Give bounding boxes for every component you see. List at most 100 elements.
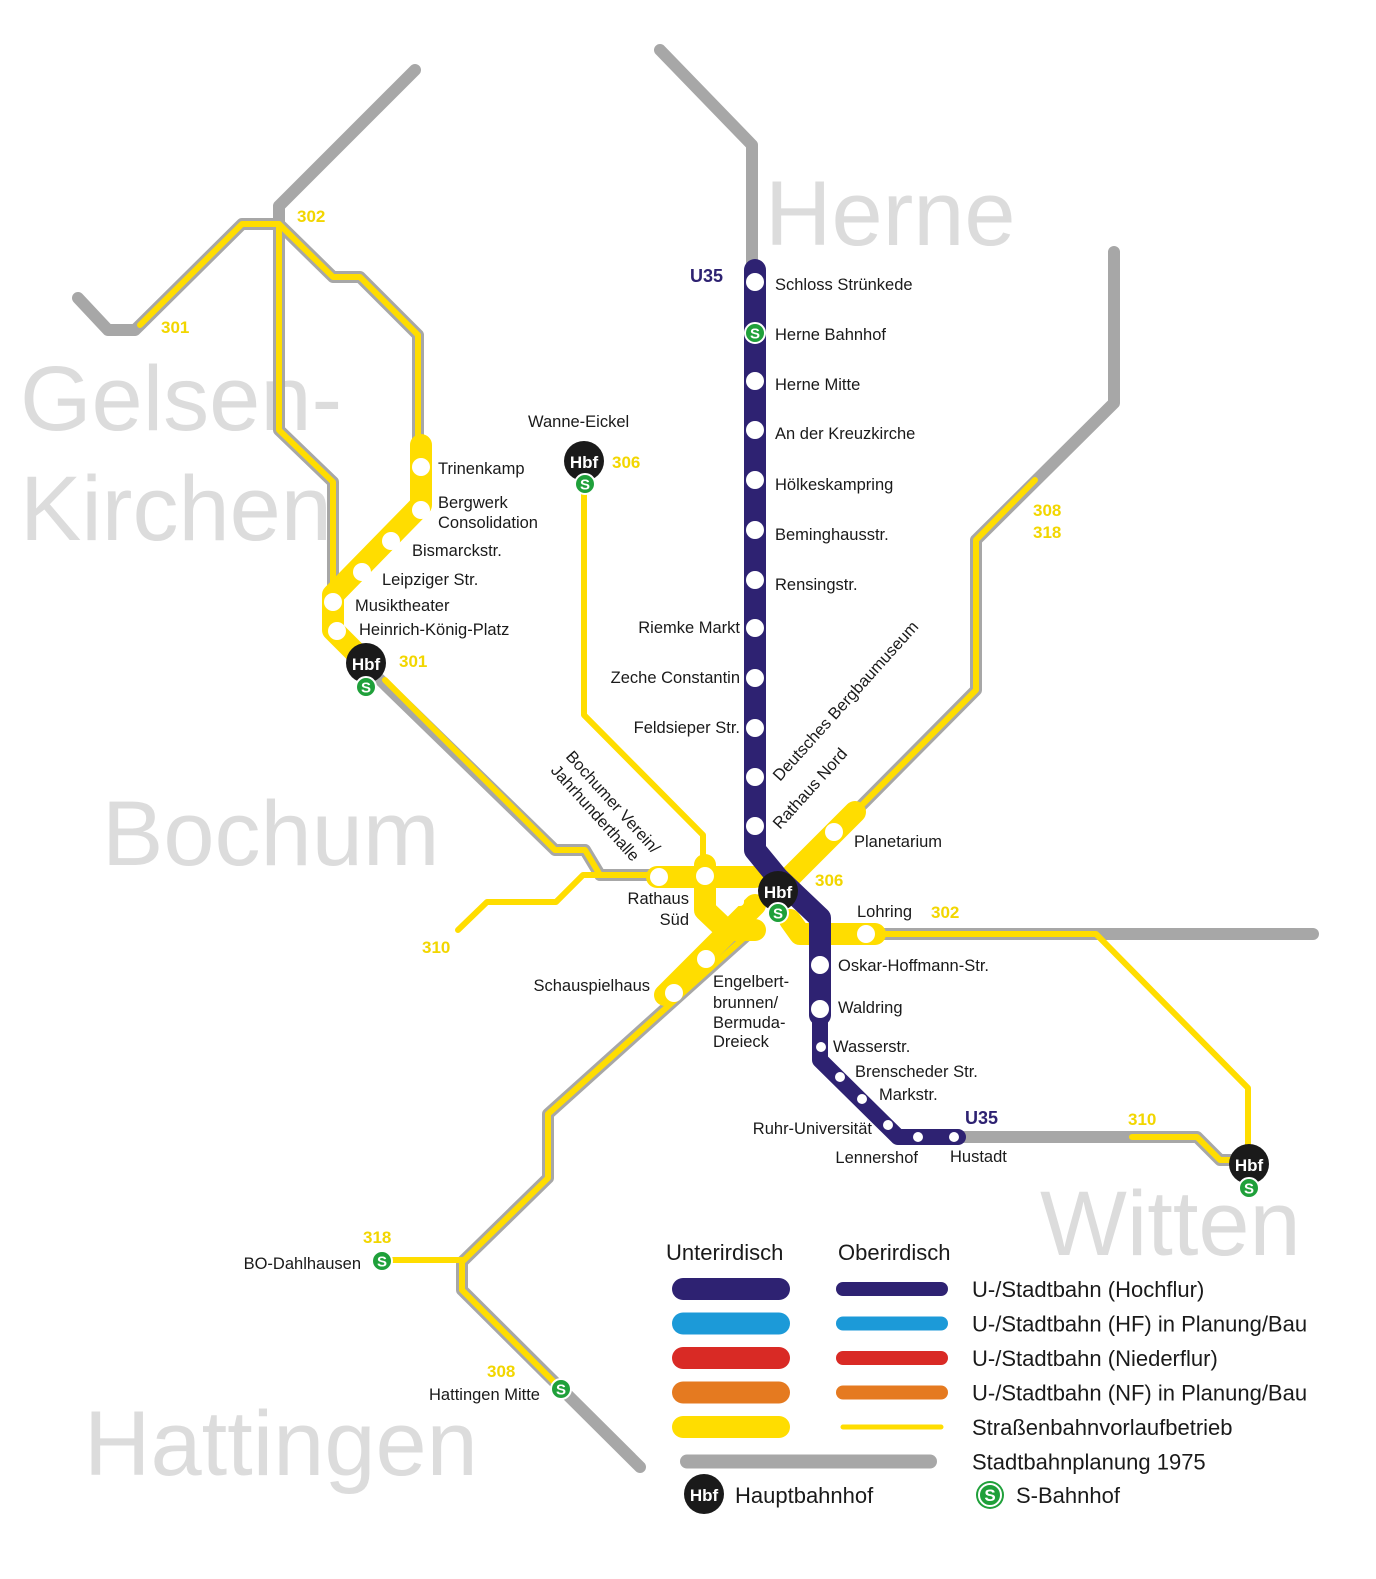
city-herne: Herne — [765, 163, 1016, 265]
label-riemke: Riemke Markt — [638, 619, 740, 637]
sbahn-herne-glyph: S — [750, 326, 760, 343]
sbahn-dahlhausen-icon[interactable] — [371, 1250, 393, 1272]
label-rensing: Rensingstr. — [775, 576, 858, 594]
label-bergwerk-line1: Bergwerk — [438, 494, 508, 512]
tunnel-junction-gap — [718, 888, 744, 906]
label-waldring: Waldring — [838, 999, 903, 1017]
city-kirchen: Kirchen — [20, 458, 332, 560]
line-310-witten: 310 — [1128, 1110, 1156, 1129]
sbahn-bochum-glyph: S — [773, 906, 783, 923]
line-308-north: 308 — [1033, 501, 1061, 520]
station-dot-riemke[interactable] — [746, 619, 764, 637]
label-schloss: Schloss Strünkede — [775, 276, 913, 294]
sbahn-herne-icon[interactable] — [744, 322, 766, 344]
line-306-wanne: 306 — [612, 453, 640, 472]
sbahn-bochum-icon[interactable] — [767, 902, 789, 924]
label-herne-mitte: Herne Mitte — [775, 376, 860, 394]
line-306-hbf: 306 — [815, 871, 843, 890]
hbf-wanne-label: Hbf — [570, 453, 599, 472]
label-planetarium: Planetarium — [854, 833, 942, 851]
station-dot-bochumer-verein[interactable] — [650, 868, 668, 886]
label-herne-bf: Herne Bahnhof — [775, 326, 886, 344]
station-dot-oskar[interactable] — [811, 956, 829, 974]
station-dot-kreuzkirche[interactable] — [746, 421, 764, 439]
line-numbers: U35 U35 301 301 302 302 306 306 308 318 … — [161, 207, 1156, 1381]
sbahn-hattingen-icon[interactable] — [550, 1378, 572, 1400]
hbf-bochum-label: Hbf — [764, 883, 793, 902]
station-dot-waldring[interactable] — [811, 1000, 829, 1018]
station-dot-trinenkamp[interactable] — [412, 458, 430, 476]
label-wanne: Wanne-Eickel — [528, 413, 629, 431]
station-dot-rensing[interactable] — [746, 571, 764, 589]
legend-sbahn-ring — [978, 1483, 1002, 1507]
tram-stations — [324, 458, 875, 1002]
hbf-wanne-icon[interactable] — [564, 441, 604, 481]
station-dot-markstr[interactable] — [857, 1094, 867, 1104]
label-hustadt: Hustadt — [950, 1148, 1007, 1166]
station-dot-leipziger[interactable] — [353, 563, 371, 581]
hbf-gelsenkirchen-label: Hbf — [352, 655, 381, 674]
legend-label-3: U-/Stadtbahn (NF) in Planung/Bau — [972, 1381, 1307, 1406]
station-dot-herne-mitte[interactable] — [746, 372, 764, 390]
station-dot-musiktheater[interactable] — [324, 593, 342, 611]
hbf-bochum-icon[interactable] — [758, 871, 798, 911]
station-dot-ruhr-uni[interactable] — [883, 1120, 893, 1130]
station-dot-schloss[interactable] — [746, 273, 764, 291]
hbf-witten-icon[interactable] — [1229, 1144, 1269, 1184]
legend-header-underground: Unterirdisch — [666, 1240, 783, 1265]
label-lohring: Lohring — [857, 903, 912, 921]
hbf-gelsenkirchen-icon[interactable] — [346, 643, 386, 683]
label-hattingen-mitte: Hattingen Mitte — [429, 1386, 540, 1404]
station-dot-bergwerk[interactable] — [412, 501, 430, 519]
label-heinrich: Heinrich-König-Platz — [359, 621, 509, 639]
line-301-hbf: 301 — [399, 652, 427, 671]
station-dot-hustadt[interactable] — [949, 1132, 959, 1142]
sbahn-wanne-icon[interactable] — [574, 473, 596, 495]
legend-label-1: U-/Stadtbahn (HF) in Planung/Bau — [972, 1312, 1307, 1337]
sbahn-dahlhausen-glyph: S — [377, 1254, 387, 1271]
label-engelbert-line2: brunnen/ — [713, 994, 779, 1012]
legend-sbahn-label: S-Bahnhof — [1016, 1483, 1121, 1508]
legend-sbahn-glyph: S — [984, 1486, 995, 1505]
station-dot-schauspielhaus[interactable] — [665, 984, 683, 1002]
label-engelbert-line1: Engelbert- — [713, 973, 789, 991]
sbahn-markers: S S S S S S S — [355, 322, 1260, 1400]
line-308-hattingen: 308 — [487, 1362, 515, 1381]
station-dot-brenscheder[interactable] — [835, 1072, 845, 1082]
sbahn-gelsenkirchen-icon[interactable] — [355, 676, 377, 698]
legend-rows: U-/Stadtbahn (Hochflur)U-/Stadtbahn (HF)… — [672, 1277, 1307, 1475]
label-engelbert-line4: Dreieck — [713, 1033, 770, 1051]
hbf-witten-label: Hbf — [1235, 1156, 1264, 1175]
station-dot-bismarck[interactable] — [382, 532, 400, 550]
tram-thin-lines — [137, 221, 1251, 1391]
label-musiktheater: Musiktheater — [355, 597, 450, 615]
label-schauspielhaus: Schauspielhaus — [534, 977, 651, 995]
station-dot-planetarium[interactable] — [825, 823, 843, 841]
station-dot-feldsieper[interactable] — [746, 719, 764, 737]
label-hoelkes: Hölkeskampring — [775, 476, 893, 494]
sbahn-witten-glyph: S — [1244, 1181, 1254, 1198]
label-kreuzkirche: An der Kreuzkirche — [775, 425, 915, 443]
station-dot-rathaus-sued[interactable] — [696, 867, 714, 885]
station-dot-engelbert[interactable] — [697, 950, 715, 968]
label-oskar: Oskar-Hoffmann-Str. — [838, 957, 989, 975]
station-dot-heinrich[interactable] — [328, 622, 346, 640]
station-dot-hoelkes[interactable] — [746, 471, 764, 489]
station-dot-beming[interactable] — [746, 521, 764, 539]
tram-tunnel-segments — [322, 434, 886, 1006]
station-dot-wasserstr[interactable] — [816, 1042, 826, 1052]
station-dot-lennershof[interactable] — [913, 1132, 923, 1142]
label-beming: Beminghausstr. — [775, 526, 889, 544]
label-rathaus-sued-line2: Süd — [660, 911, 689, 929]
station-dot-bergbau[interactable] — [746, 768, 764, 786]
legend: Unterirdisch Oberirdisch U-/Stadtbahn (H… — [666, 1240, 1307, 1514]
station-dot-zeche[interactable] — [746, 669, 764, 687]
sbahn-gelsenkirchen-glyph: S — [361, 680, 371, 697]
station-dot-lohring[interactable] — [857, 925, 875, 943]
city-bochum: Bochum — [102, 783, 440, 885]
sbahn-witten-icon[interactable] — [1238, 1177, 1260, 1199]
legend-header-overground: Oberirdisch — [838, 1240, 950, 1265]
station-dot-rathaus-nord[interactable] — [746, 817, 764, 835]
label-dahlhausen: BO-Dahlhausen — [244, 1255, 361, 1273]
